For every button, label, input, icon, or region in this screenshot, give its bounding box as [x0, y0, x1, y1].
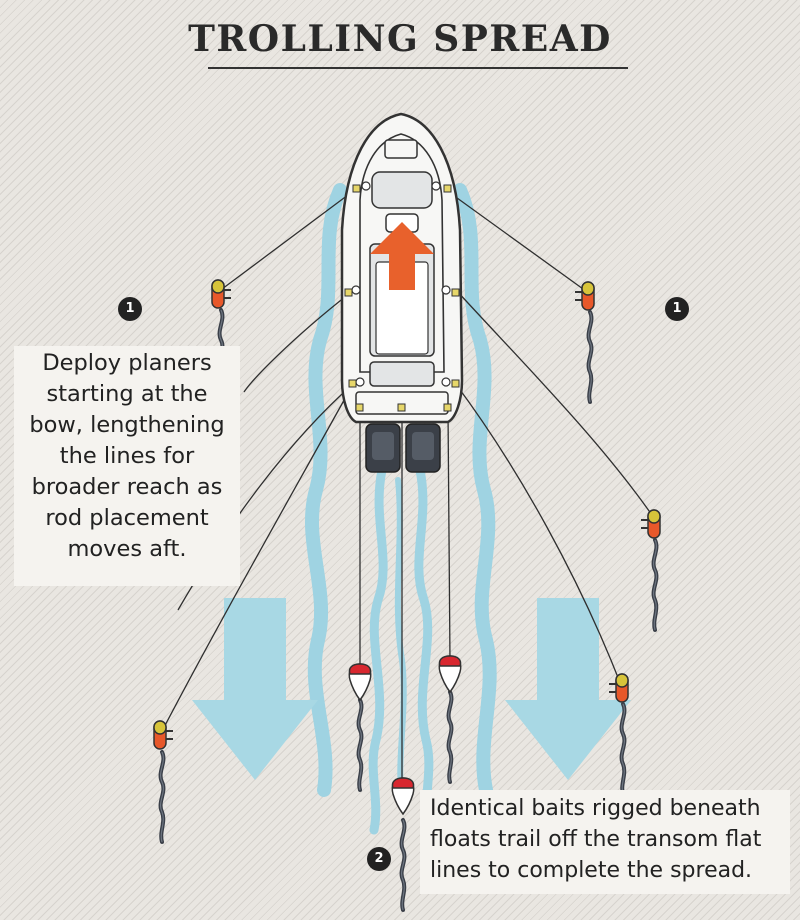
page-title: TROLLING SPREAD — [188, 18, 612, 60]
float-icon — [438, 655, 462, 693]
direction-arrow-icon — [370, 222, 434, 290]
planer-callout-box: Deploy planers starting at the bow, leng… — [14, 346, 240, 586]
current-arrow-icon — [192, 598, 318, 780]
planer-icon — [153, 720, 174, 750]
callout-number-badge: 2 — [367, 847, 391, 871]
callout-number-badge: 1 — [118, 297, 142, 321]
float-callout-box: Identical baits rigged beneath floats tr… — [420, 790, 790, 894]
planer-icon — [640, 509, 661, 539]
bait-icon — [356, 698, 364, 792]
planer-icon — [608, 673, 629, 703]
float-icon — [391, 777, 415, 815]
title-underline — [208, 67, 628, 69]
bait-icon — [158, 750, 166, 844]
boat-icon — [340, 112, 464, 473]
bait-icon — [619, 702, 627, 796]
bait-icon — [399, 818, 407, 912]
fishing-lines — [159, 188, 655, 790]
bait-icon — [446, 690, 454, 784]
float-icon — [348, 663, 372, 701]
bait-icon — [586, 310, 594, 404]
planer-callout-text: Deploy planers starting at the bow, leng… — [29, 350, 225, 562]
current-arrow-icon — [505, 598, 631, 780]
bait-icon — [651, 538, 659, 632]
float-callout-text: Identical baits rigged beneath floats tr… — [430, 796, 762, 883]
callout-number-badge: 1 — [665, 297, 689, 321]
planer-icon — [574, 281, 595, 311]
boat-wake — [305, 183, 497, 835]
